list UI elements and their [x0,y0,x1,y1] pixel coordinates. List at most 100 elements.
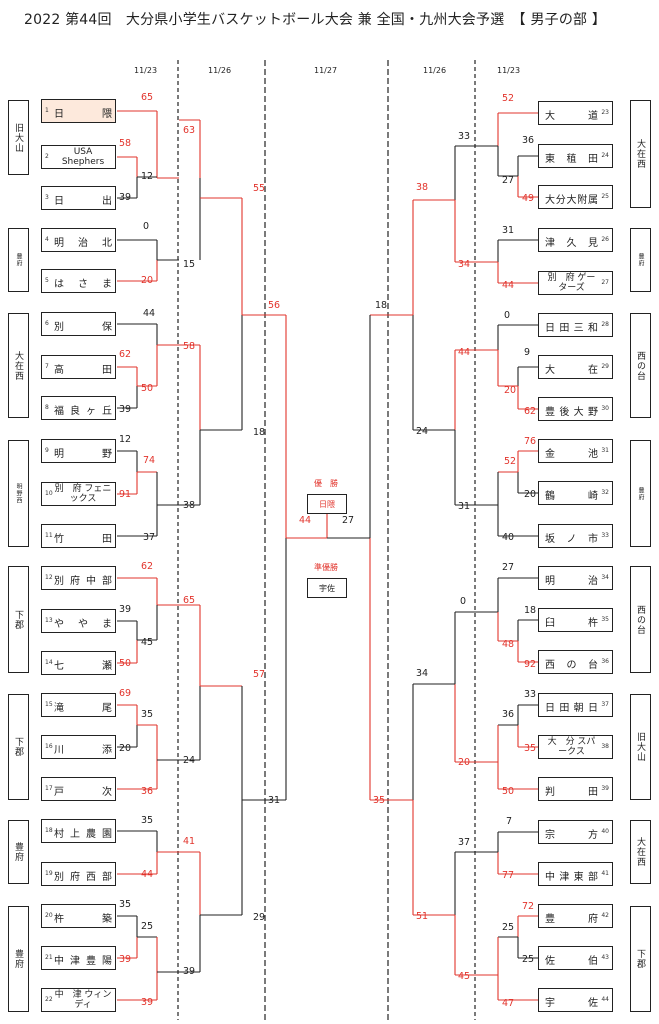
region-left-2: 大在西 [8,313,29,418]
team-name: 別 保 [54,322,112,333]
team-number: 6 [45,320,49,327]
score-r-g2425: 27 [502,175,515,186]
team-number: 14 [45,659,53,666]
runner-up-box: 宇佐 [307,578,347,598]
team-number: 23 [601,109,609,116]
team-number: 31 [601,447,609,454]
score-r-g37_39: 20 [458,757,471,768]
score-r-g26_27: 34 [458,259,471,270]
score-r-t23: 52 [502,93,515,104]
score-l-g2021: 25 [141,921,154,932]
score-r-g3536: 48 [502,639,515,650]
team-number: 32 [601,489,609,496]
region-right-1: 豊府 [630,228,651,292]
team-number: 28 [601,321,609,328]
team-number: 30 [601,405,609,412]
region-left-3: 明野西 [8,440,29,547]
score-r-g31_33: 31 [458,501,471,512]
team-number: 3 [45,194,49,201]
team-number: 41 [601,870,609,877]
team-name: 明治北 [54,238,112,249]
score-l-g18_19: 41 [183,836,196,847]
score-r-t30: 62 [524,406,537,417]
score-l-g15_17: 24 [183,755,196,766]
score-l-sf_bot: 31 [268,795,281,806]
score-r-t38: 35 [524,743,537,754]
team-name: 西の台 [545,660,598,671]
date-right-r1: 11/23 [497,66,521,75]
team-number: 11 [45,532,53,539]
champion-box: 日隈 [307,494,347,514]
score-l-g20_22: 39 [183,966,196,977]
region-left-6: 豊府 [8,820,29,884]
team-number: 19 [45,870,53,877]
score-l-t12: 62 [141,561,154,572]
team-name: 日 隈 [54,109,112,120]
date-right-r2: 11/26 [423,66,447,75]
team-number: 17 [45,785,53,792]
region-right-0: 大在西 [630,100,651,208]
team-number: 26 [601,236,609,243]
score-r-g23_25: 33 [458,131,471,142]
region-right-7: 下郡 [630,906,651,1012]
team-name: 竹 田 [54,534,112,545]
score-r-t36: 92 [524,659,537,670]
team-number: 20 [45,912,53,919]
score-l-t18: 35 [141,815,154,826]
score-r-sf_bot: 35 [373,795,386,806]
score-l-g6_8: 58 [183,341,196,352]
team-number: 10 [45,490,53,497]
team-name: 高 田 [54,365,112,376]
score-r-t44: 47 [502,998,515,1009]
score-r-t39: 50 [502,786,515,797]
team-name: 宗 方 [545,830,598,841]
region-right-5: 旧大山 [630,694,651,800]
date-left-r2: 11/26 [208,66,232,75]
team-number: 9 [45,447,49,454]
score-r-g4243: 25 [502,922,515,933]
region-left-7: 豊府 [8,906,29,1012]
team-name: 日田三和 [545,323,598,334]
region-name: 西の台 [635,604,645,635]
score-r-t43: 25 [522,954,535,965]
team-name: 大分大附属 [545,195,598,206]
score-l-t9: 12 [119,434,132,445]
team-name: 金 池 [545,449,598,460]
team-number: 8 [45,404,49,411]
score-l-t4: 0 [143,221,150,232]
region-name: 明野西 [15,483,22,504]
region-name: 下郡 [635,949,645,969]
team-name: 日 出 [54,196,112,207]
team-number: 5 [45,277,49,284]
team-number: 33 [601,532,609,539]
region-right-6: 大在西 [630,820,651,884]
score-r-g40_41: 37 [458,837,471,848]
page-title: 2022 第44回 大分県小学生バスケットボール大会 兼 全国・九州大会予選 【… [24,12,607,28]
score-r-g2930: 20 [504,385,517,396]
score-r-r3b: 24 [416,426,429,437]
region-name: 豊府 [637,253,644,267]
team-number: 2 [45,153,49,160]
score-l-t19: 44 [141,869,154,880]
team-name: 明 治 [545,576,598,587]
region-name: 豊府 [13,949,23,969]
team-name: 判 田 [545,787,598,798]
score-l-t21: 39 [119,954,132,965]
team-number: 15 [45,701,53,708]
region-name: 大在西 [635,139,645,169]
team-name: ややま [54,619,112,630]
team-name: 坂ノ市 [545,534,598,545]
score-l-r3c: 57 [253,669,266,680]
